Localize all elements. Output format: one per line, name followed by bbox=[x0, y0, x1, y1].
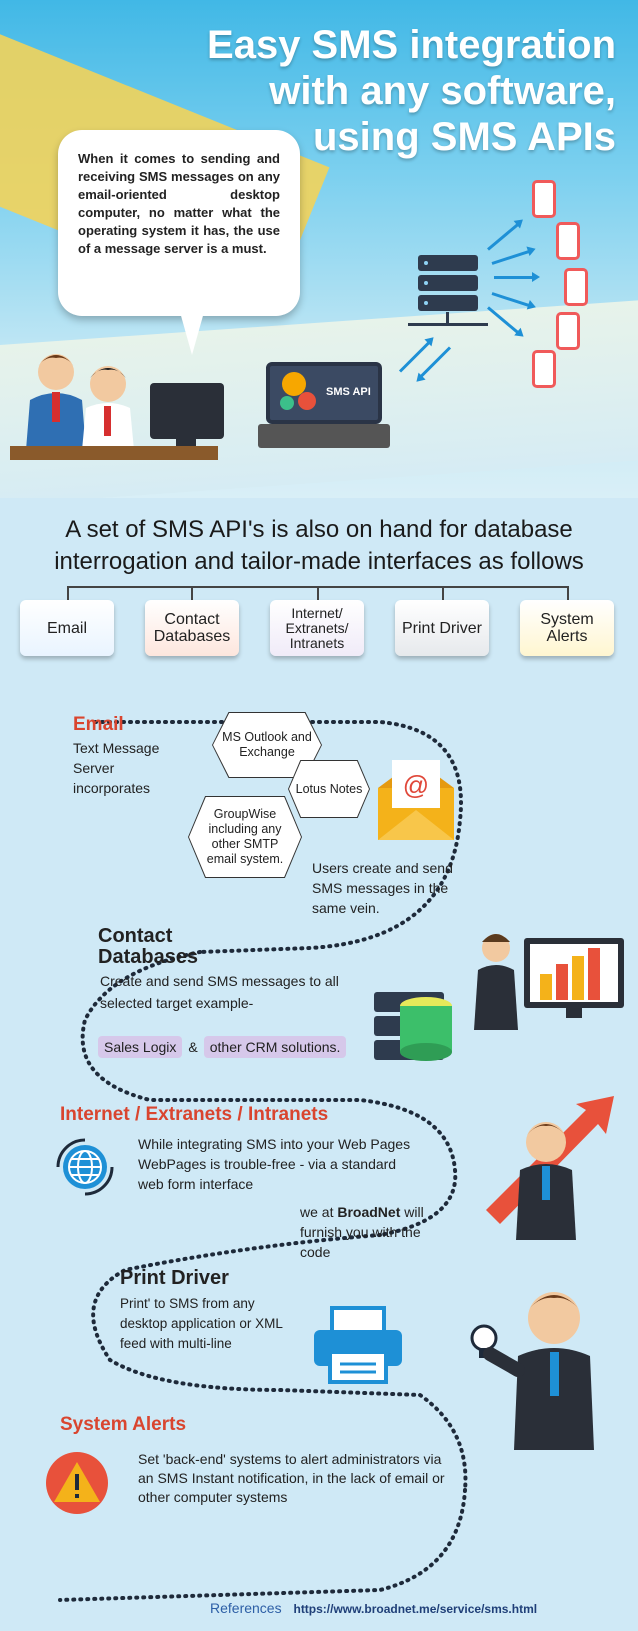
network-line bbox=[408, 323, 488, 326]
crm-pill-other: other CRM solutions. bbox=[203, 1036, 347, 1058]
references: References https://www.broadnet.me/servi… bbox=[210, 1600, 537, 1616]
hero-banner: Easy SMS integration with any software, … bbox=[0, 0, 638, 498]
arrow-icon bbox=[487, 222, 520, 251]
hero-title-line-2: with any software, bbox=[269, 69, 616, 113]
phone-icon bbox=[556, 312, 580, 350]
speech-bubble-text: When it comes to sending and receiving S… bbox=[78, 151, 280, 256]
category-system-alerts: System Alerts bbox=[520, 600, 614, 656]
database-icon bbox=[374, 992, 452, 1061]
internet-note: we at BroadNet will furnish you with the… bbox=[300, 1202, 440, 1262]
hex-outline: Lotus Notes bbox=[288, 760, 370, 818]
hero-title-line-3: using SMS APIs bbox=[312, 115, 616, 159]
businessman-arrow-illustration bbox=[486, 1096, 614, 1240]
laptop-label: SMS API bbox=[326, 386, 371, 398]
tree-branch bbox=[442, 586, 444, 602]
desk bbox=[10, 446, 218, 460]
references-label: References bbox=[210, 1600, 282, 1616]
hero-title-line-1: Easy SMS integration bbox=[207, 23, 616, 67]
email-envelope-icon: @ bbox=[378, 760, 454, 840]
contact-text: Create and send SMS messages to all sele… bbox=[100, 973, 339, 1011]
phone-icon bbox=[532, 180, 556, 218]
internet-title: Internet / Extranets / Intranets bbox=[60, 1104, 329, 1125]
section-subtitle: A set of SMS API's is also on hand for d… bbox=[10, 514, 628, 578]
crm-row: Sales Logix & other CRM solutions. bbox=[98, 1036, 347, 1058]
presenter-chart-illustration bbox=[474, 934, 624, 1030]
email-text: Text Message Server incorporates bbox=[73, 740, 160, 796]
phone-icon bbox=[532, 350, 556, 388]
alerts-title: System Alerts bbox=[60, 1414, 187, 1435]
speech-bubble: When it comes to sending and receiving S… bbox=[58, 130, 300, 316]
contact-title-line-2: Databases bbox=[98, 946, 199, 968]
server-icon bbox=[418, 255, 478, 315]
hex-outline: GroupWise including any other SMTP email… bbox=[188, 796, 302, 878]
internet-note-prefix: we at bbox=[300, 1204, 338, 1220]
crm-pill-sales-logix: Sales Logix bbox=[98, 1036, 183, 1058]
email-title: Email bbox=[73, 714, 124, 735]
category-internet-extranets-intranets: Internet/ Extranets/ Intranets bbox=[270, 600, 364, 656]
tree-branch bbox=[317, 586, 319, 602]
internet-text: While integrating SMS into your Web Page… bbox=[138, 1136, 411, 1192]
category-contact-databases: Contact Databases bbox=[145, 600, 239, 656]
print-text: Print' to SMS from any desktop applicati… bbox=[120, 1296, 283, 1351]
monitor-icon bbox=[150, 383, 224, 439]
speech-bubble-tail bbox=[178, 305, 206, 355]
businessman-idea-illustration bbox=[470, 1292, 594, 1450]
internet-note-suffix: will furnish you with the code bbox=[300, 1204, 424, 1260]
laptop-icon: SMS API bbox=[258, 362, 390, 448]
contact-title: Contact Databases bbox=[98, 926, 198, 968]
svg-text:@: @ bbox=[403, 770, 429, 800]
subtitle-line-2: interrogation and tailor-made interfaces… bbox=[54, 548, 584, 575]
business-people-illustration bbox=[26, 354, 134, 450]
tree-branch bbox=[191, 586, 193, 602]
crm-ampersand: & bbox=[188, 1039, 198, 1055]
dotted-path bbox=[58, 720, 468, 1602]
arrow-icon bbox=[494, 272, 540, 282]
broadnet-brand: BroadNet bbox=[337, 1204, 401, 1220]
tree-branch bbox=[67, 586, 69, 602]
category-print-driver: Print Driver bbox=[395, 600, 489, 656]
hex-lotus-notes: Lotus Notes bbox=[289, 761, 369, 817]
globe-icon bbox=[56, 1138, 114, 1196]
details-panel: Email Text Message Server incorporates M… bbox=[0, 690, 638, 1631]
contact-title-line-1: Contact bbox=[98, 925, 173, 947]
hex-groupwise: GroupWise including any other SMTP email… bbox=[189, 797, 301, 877]
printer-icon bbox=[314, 1306, 402, 1384]
arrow-icon bbox=[491, 292, 531, 308]
arrow-icon bbox=[491, 249, 531, 265]
phone-icon bbox=[556, 222, 580, 260]
references-link[interactable]: https://www.broadnet.me/service/sms.html bbox=[293, 1602, 538, 1616]
hero-title: Easy SMS integration with any software, … bbox=[156, 22, 616, 160]
network-stem bbox=[446, 312, 449, 324]
phone-icon bbox=[564, 268, 588, 306]
print-title: Print Driver bbox=[120, 1267, 229, 1289]
email-note: Users create and send SMS messages in th… bbox=[312, 860, 453, 916]
category-email: Email bbox=[20, 600, 114, 656]
subtitle-line-1: A set of SMS API's is also on hand for d… bbox=[65, 516, 573, 543]
alerts-text: Set 'back-end' systems to alert administ… bbox=[138, 1451, 445, 1505]
warning-icon bbox=[46, 1452, 108, 1514]
tree-branch bbox=[567, 586, 569, 602]
monitor-stand bbox=[176, 438, 196, 448]
